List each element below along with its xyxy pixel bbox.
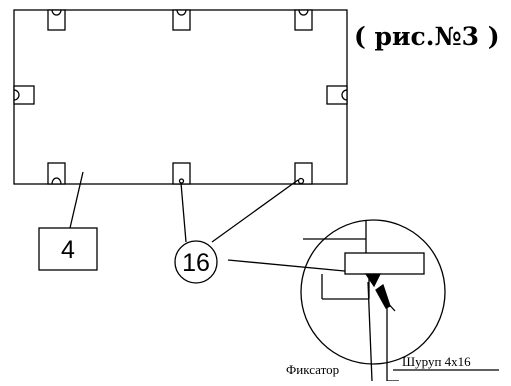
leader-16-b	[211, 179, 299, 243]
fixator-top-right	[294, 9, 313, 31]
callout-circle-16	[174, 240, 218, 284]
figure-title: ( рис.№3 )	[354, 22, 500, 51]
detail-magnifier-circle	[300, 219, 446, 365]
fixator-bottom-center	[172, 162, 191, 185]
part-number-label: 4	[61, 236, 75, 264]
fixator-bottom-right	[294, 162, 313, 185]
detail-view	[303, 221, 425, 300]
fixator-right	[326, 85, 348, 105]
screw-icon	[364, 273, 396, 312]
leader-16-a	[180, 182, 187, 243]
screw-label: Шуруп 4x16	[402, 354, 471, 369]
fixator-bottom-left	[47, 162, 66, 185]
fixator-label: Фиксатор	[286, 362, 339, 377]
leader-part-4	[69, 171, 84, 229]
leader-fixator	[367, 281, 373, 382]
fixator-top-center	[172, 9, 191, 31]
callout-number-label: 16	[182, 249, 210, 277]
fixator-top-left	[47, 9, 66, 31]
panel-outline	[13, 9, 348, 185]
fixator-left	[13, 85, 35, 105]
leader-16-detail	[227, 259, 356, 273]
part-label-box	[38, 227, 98, 271]
